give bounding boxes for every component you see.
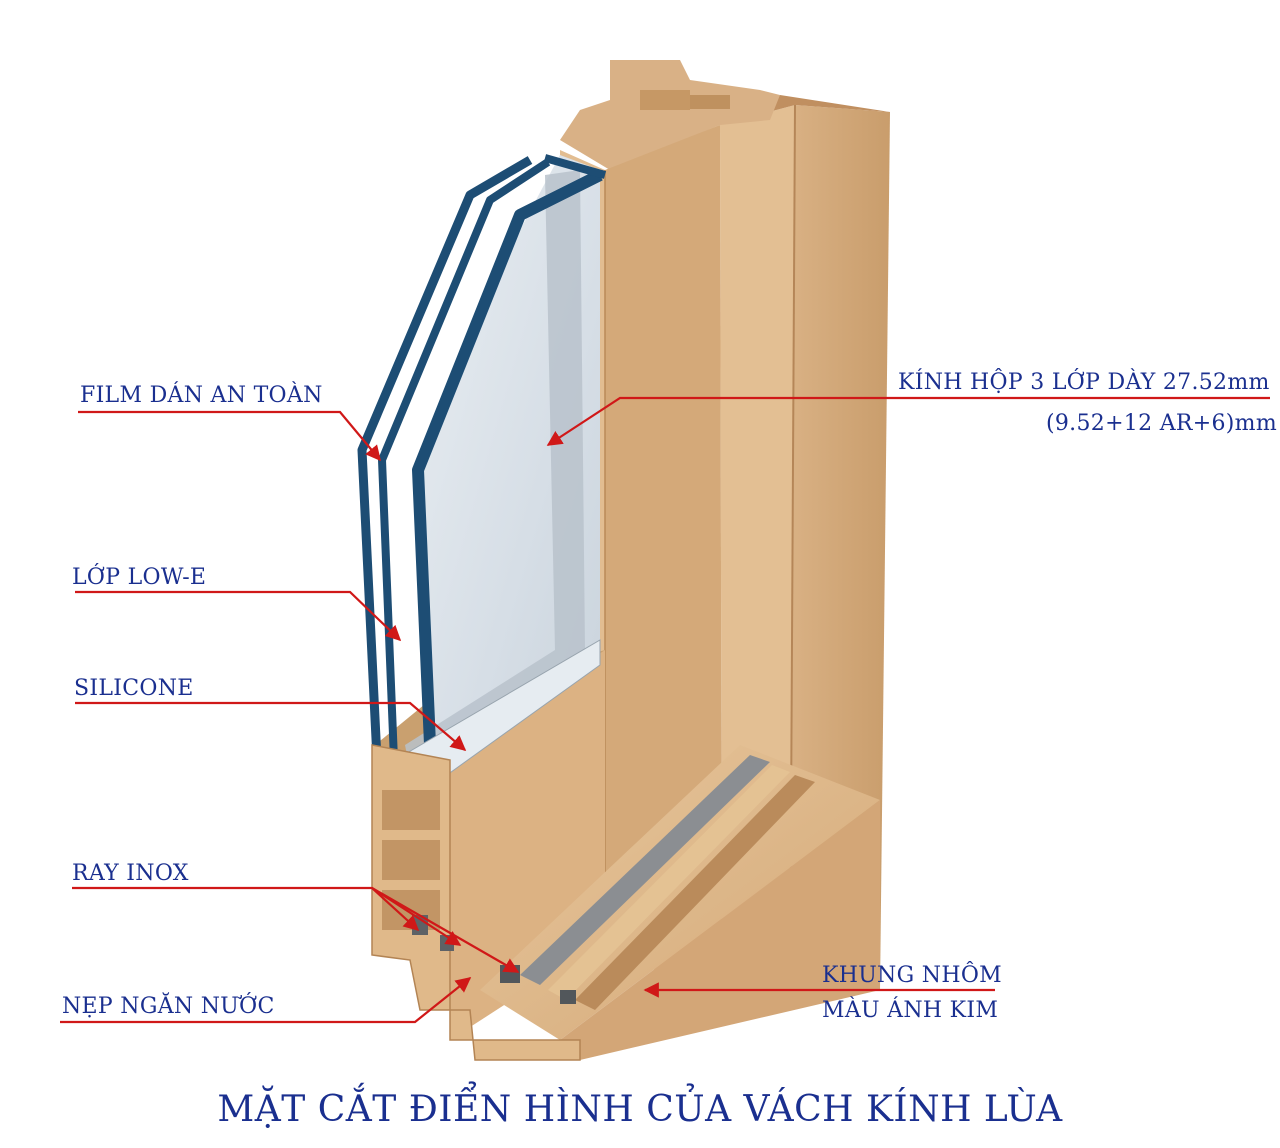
label-silicone: SILICONE — [74, 676, 194, 701]
glass-unit — [357, 154, 607, 791]
leader-ray-1 — [72, 886, 420, 932]
track-rail-2 — [548, 765, 790, 1000]
label-khung-nhom-line2: MÀU ÁNH KIM — [822, 998, 999, 1023]
label-ray-inox: RAY INOX — [72, 861, 189, 886]
bottom-track — [371, 744, 880, 1061]
leader-film — [78, 410, 381, 462]
sash-top-profile — [560, 60, 780, 170]
leader-lines — [60, 396, 1270, 1024]
leader-nep — [60, 977, 472, 1024]
diagram-title: MẶT CẮT ĐIỂN HÌNH CỦA VÁCH KÍNH LÙA — [217, 1089, 1063, 1130]
label-kinh-hop-line2: (9.52+12 AR+6)mm — [1046, 411, 1277, 436]
track-rail-1 — [520, 755, 770, 985]
label-lop-low-e: LỚP LOW-E — [72, 565, 207, 590]
sash-top-slot — [690, 95, 730, 109]
track-front-face — [560, 800, 880, 1060]
glass-edge-inner — [412, 169, 603, 791]
profile-chamber — [382, 840, 440, 880]
sash-stile-face — [605, 125, 722, 1010]
track-rail-3 — [575, 775, 815, 1010]
sash-top-slot — [640, 90, 690, 110]
leader-silicone — [75, 701, 467, 752]
glass-edge-middle — [378, 158, 551, 786]
label-kinh-hop-line1: KÍNH HỘP 3 LỚP DÀY 27.52mm — [898, 370, 1270, 395]
label-nep-ngan-nuoc: NẸP NGĂN NƯỚC — [62, 994, 275, 1019]
spacer-bar — [405, 170, 585, 770]
label-khung-nhom-line1: KHUNG NHÔM — [822, 963, 1002, 988]
leader-ray-3 — [371, 887, 520, 973]
water-seal-piece — [560, 990, 576, 1004]
profile-chamber — [382, 790, 440, 830]
label-film-dan-an-toan: FILM DÁN AN TOÀN — [80, 383, 323, 408]
leader-lowe — [75, 590, 402, 642]
leader-kinh — [546, 396, 1270, 446]
glass-edge-outer — [357, 156, 533, 781]
glass-edge-inner-top — [543, 154, 607, 179]
